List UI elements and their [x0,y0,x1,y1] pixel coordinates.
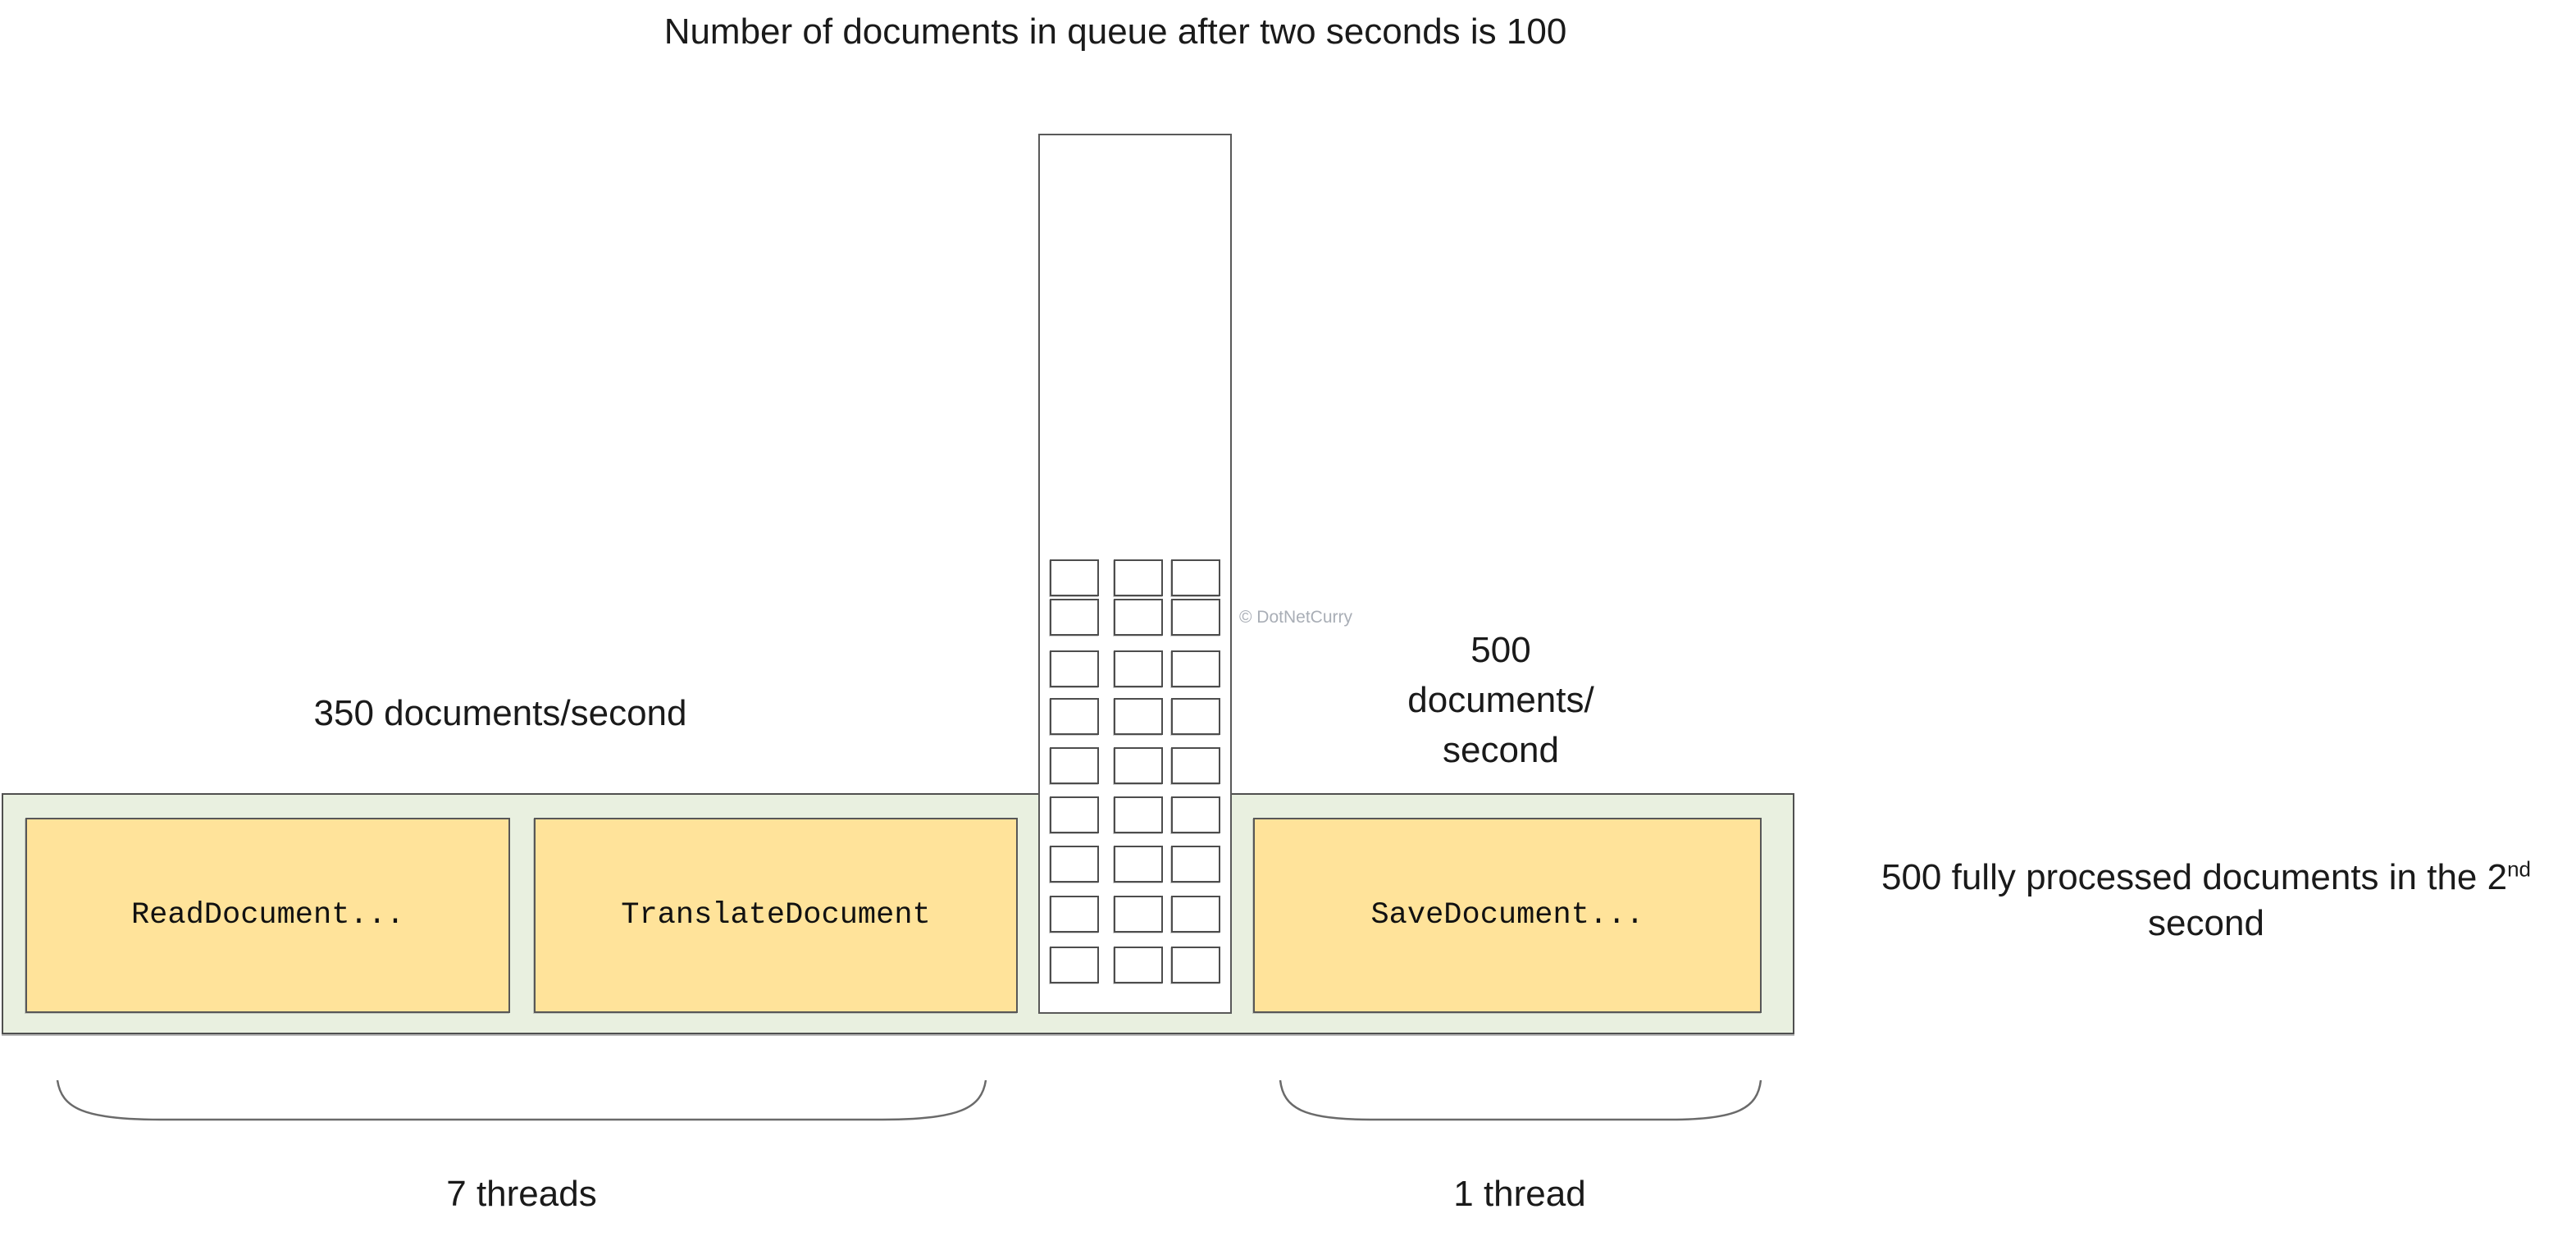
queued-document-slot [1050,559,1099,596]
stage-read-document: ReadDocument... [25,818,510,1013]
queued-document-slot [1114,747,1163,784]
queued-document-slot [1171,896,1220,933]
output-rate-line-2: documents/ [1407,680,1594,720]
input-rate-label: 350 documents/second [313,693,687,733]
queued-document-slot [1050,846,1099,883]
queued-document-slot [1114,896,1163,933]
left-thread-count-label: 7 threads [446,1174,597,1214]
result-line-2: second [2148,903,2264,943]
queued-document-slot [1114,846,1163,883]
stage-save-document: SaveDocument... [1253,818,1762,1013]
result-line-1: 500 fully processed documents in the 2nd [1881,856,2532,897]
queued-document-slot [1171,747,1220,784]
result-label: 500 fully processed documents in the 2nd… [1881,855,2531,947]
output-rate-line-1: 500 [1470,630,1531,670]
queue-box [1038,134,1232,1014]
queued-document-slot [1050,650,1099,687]
left-group-brace [56,1079,987,1121]
stage-translate-document-label: TranslateDocument [621,898,931,933]
queued-document-slot [1171,559,1220,596]
watermark: © DotNetCurry [1239,608,1352,627]
queued-document-slot [1171,698,1220,735]
queued-document-slot [1171,599,1220,636]
queued-document-slot [1171,650,1220,687]
queued-document-slot [1114,698,1163,735]
stage-save-document-label: SaveDocument... [1370,898,1644,933]
diagram-title: Number of documents in queue after two s… [663,11,1567,52]
queued-document-slot [1114,796,1163,833]
queued-document-slot [1171,846,1220,883]
right-group-brace [1279,1079,1762,1121]
right-thread-count-label: 1 thread [1453,1174,1586,1214]
queued-document-slot [1050,896,1099,933]
queued-document-slot [1050,747,1099,784]
queued-document-slot [1050,599,1099,636]
stage-translate-document: TranslateDocument [534,818,1018,1013]
queued-document-slot [1050,698,1099,735]
queued-document-slot [1114,559,1163,596]
queued-document-slot [1171,796,1220,833]
queued-document-slot [1114,599,1163,636]
queued-document-slot [1050,796,1099,833]
queued-document-slot [1114,947,1163,983]
queued-document-slot [1050,947,1099,983]
queued-document-slot [1114,650,1163,687]
output-rate-label: 500 documents/ second [1407,625,1593,775]
stage-read-document-label: ReadDocument... [130,898,405,933]
output-rate-line-3: second [1443,730,1559,770]
queued-document-slot [1171,947,1220,983]
ordinal-superscript: nd [2507,856,2532,882]
